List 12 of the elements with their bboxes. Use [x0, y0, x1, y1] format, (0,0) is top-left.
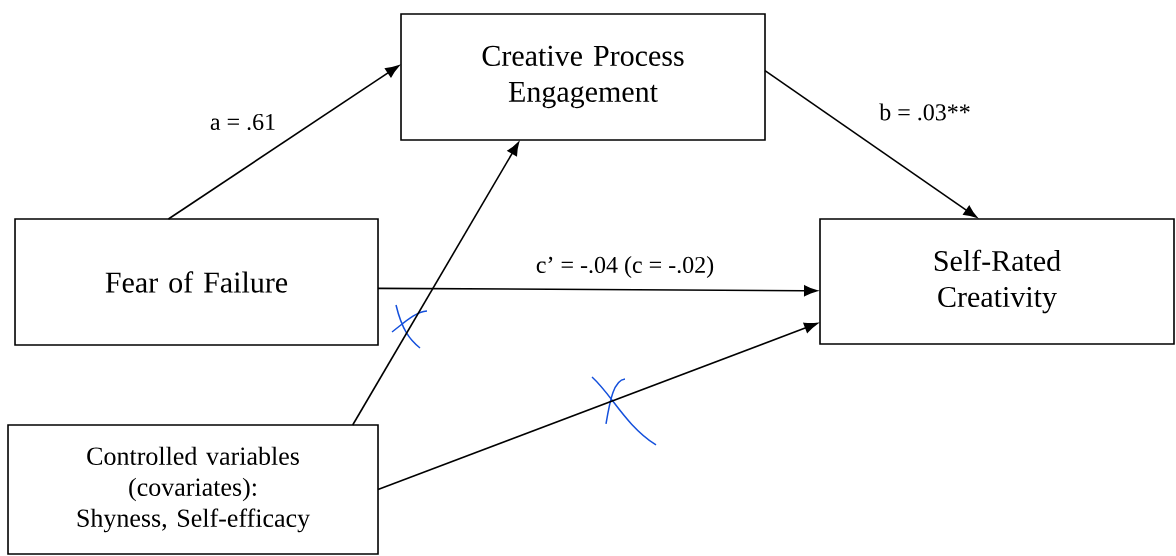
- edge-label: c’ = -.04 (c = -.02): [534, 255, 716, 279]
- edge-label: b = .03**: [878, 102, 972, 122]
- arrow: [764, 69, 978, 218]
- arrow: [377, 322, 818, 491]
- box: Controlled variables (covariates): Shyness, Self-efficacy: [7, 424, 379, 555]
- box: Self-Rated Creativity: [819, 218, 1175, 345]
- arrow: [377, 285, 818, 297]
- edge-label: a = .61: [208, 112, 278, 132]
- box: Fear of Failure: [14, 218, 379, 346]
- arrow: [351, 142, 520, 426]
- box: Creative Process Engagement: [400, 13, 766, 141]
- arrow: [167, 65, 400, 220]
